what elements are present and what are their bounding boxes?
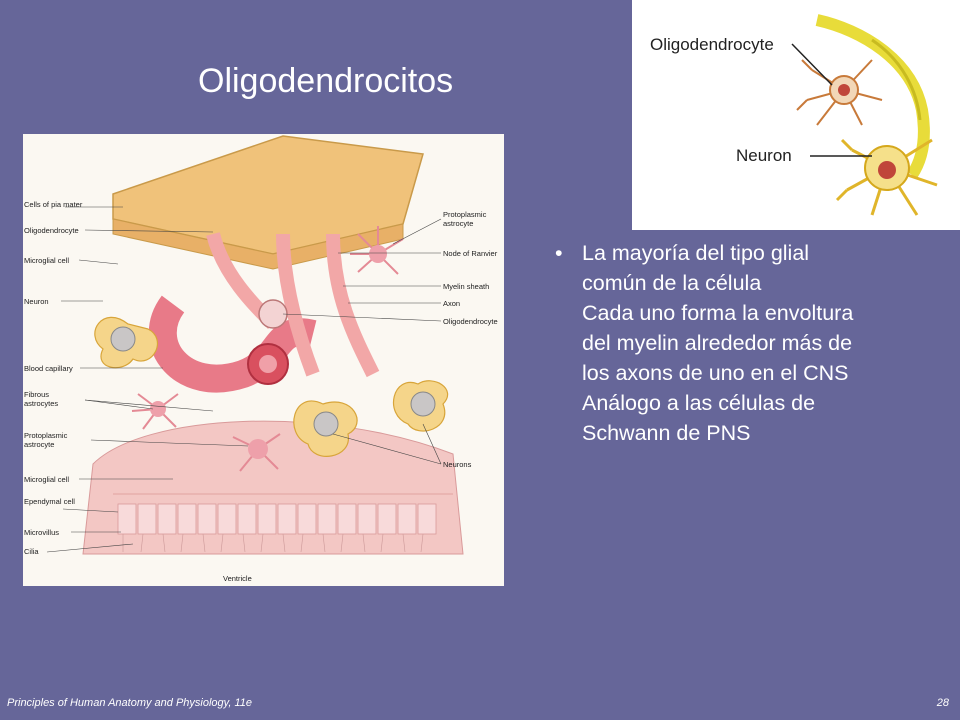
main-figure: Cells of pia mater Oligodendrocyte Micro… [23,134,504,586]
inset-label-oligodendrocyte: Oligodendrocyte [650,35,774,54]
inset-figure: Oligodendrocyte Neuron [632,0,960,230]
label-axon: Axon [443,299,461,308]
label-oligodendrocyte-right: Oligodendrocyte [443,317,498,326]
slide-title: Oligodendrocitos [198,62,454,100]
label-neuron: Neuron [24,297,49,306]
bullet-line-5: los axons de uno en el CNS [582,361,849,385]
label-node-of-ranvier: Node of Ranvier [443,249,498,258]
bullet-line-7: Schwann de PNS [582,421,751,445]
bullet-marker: • [555,241,563,265]
label-myelin-sheath: Myelin sheath [443,282,490,291]
label-ventricle: Ventricle [223,574,252,583]
label-blood-capillary: Blood capillary [24,364,73,373]
label-protoplasmic-astrocyte-right: Protoplasmic astrocyte [443,210,487,228]
label-microglial-cell-top: Microglial cell [24,256,70,265]
label-fibrous-astrocytes: Fibrous astrocytes [24,390,59,408]
inset-illustration [791,14,938,216]
bullet-line-1: La mayoría del tipo glial [582,241,810,265]
nervous-tissue-illustration [46,135,464,555]
page-number: 28 [936,697,949,709]
bullet-line-4: del myelin alrededor más de [582,331,853,355]
label-cilia: Cilia [24,547,39,556]
label-oligodendrocyte-left: Oligodendrocyte [24,226,79,235]
label-microvillus: Microvillus [24,528,60,537]
label-cells-of-pia-mater: Cells of pia mater [24,200,83,209]
inset-label-neuron: Neuron [736,146,792,165]
footer-source: Principles of Human Anatomy and Physiolo… [7,697,252,709]
bullet-line-2: común de la célula [582,271,762,295]
label-protoplasmic-astrocyte-left: Protoplasmic astrocyte [24,431,68,449]
bullet-line-6: Análogo a las células de [582,391,816,415]
bullet-text: La mayoría del tipo glial común de la cé… [582,238,942,448]
label-neurons: Neurons [443,460,472,469]
label-ependymal-cell: Ependymal cell [24,497,75,506]
bullet-line-3: Cada uno forma la envoltura [582,301,854,325]
label-microglial-cell-bottom: Microglial cell [24,475,70,484]
